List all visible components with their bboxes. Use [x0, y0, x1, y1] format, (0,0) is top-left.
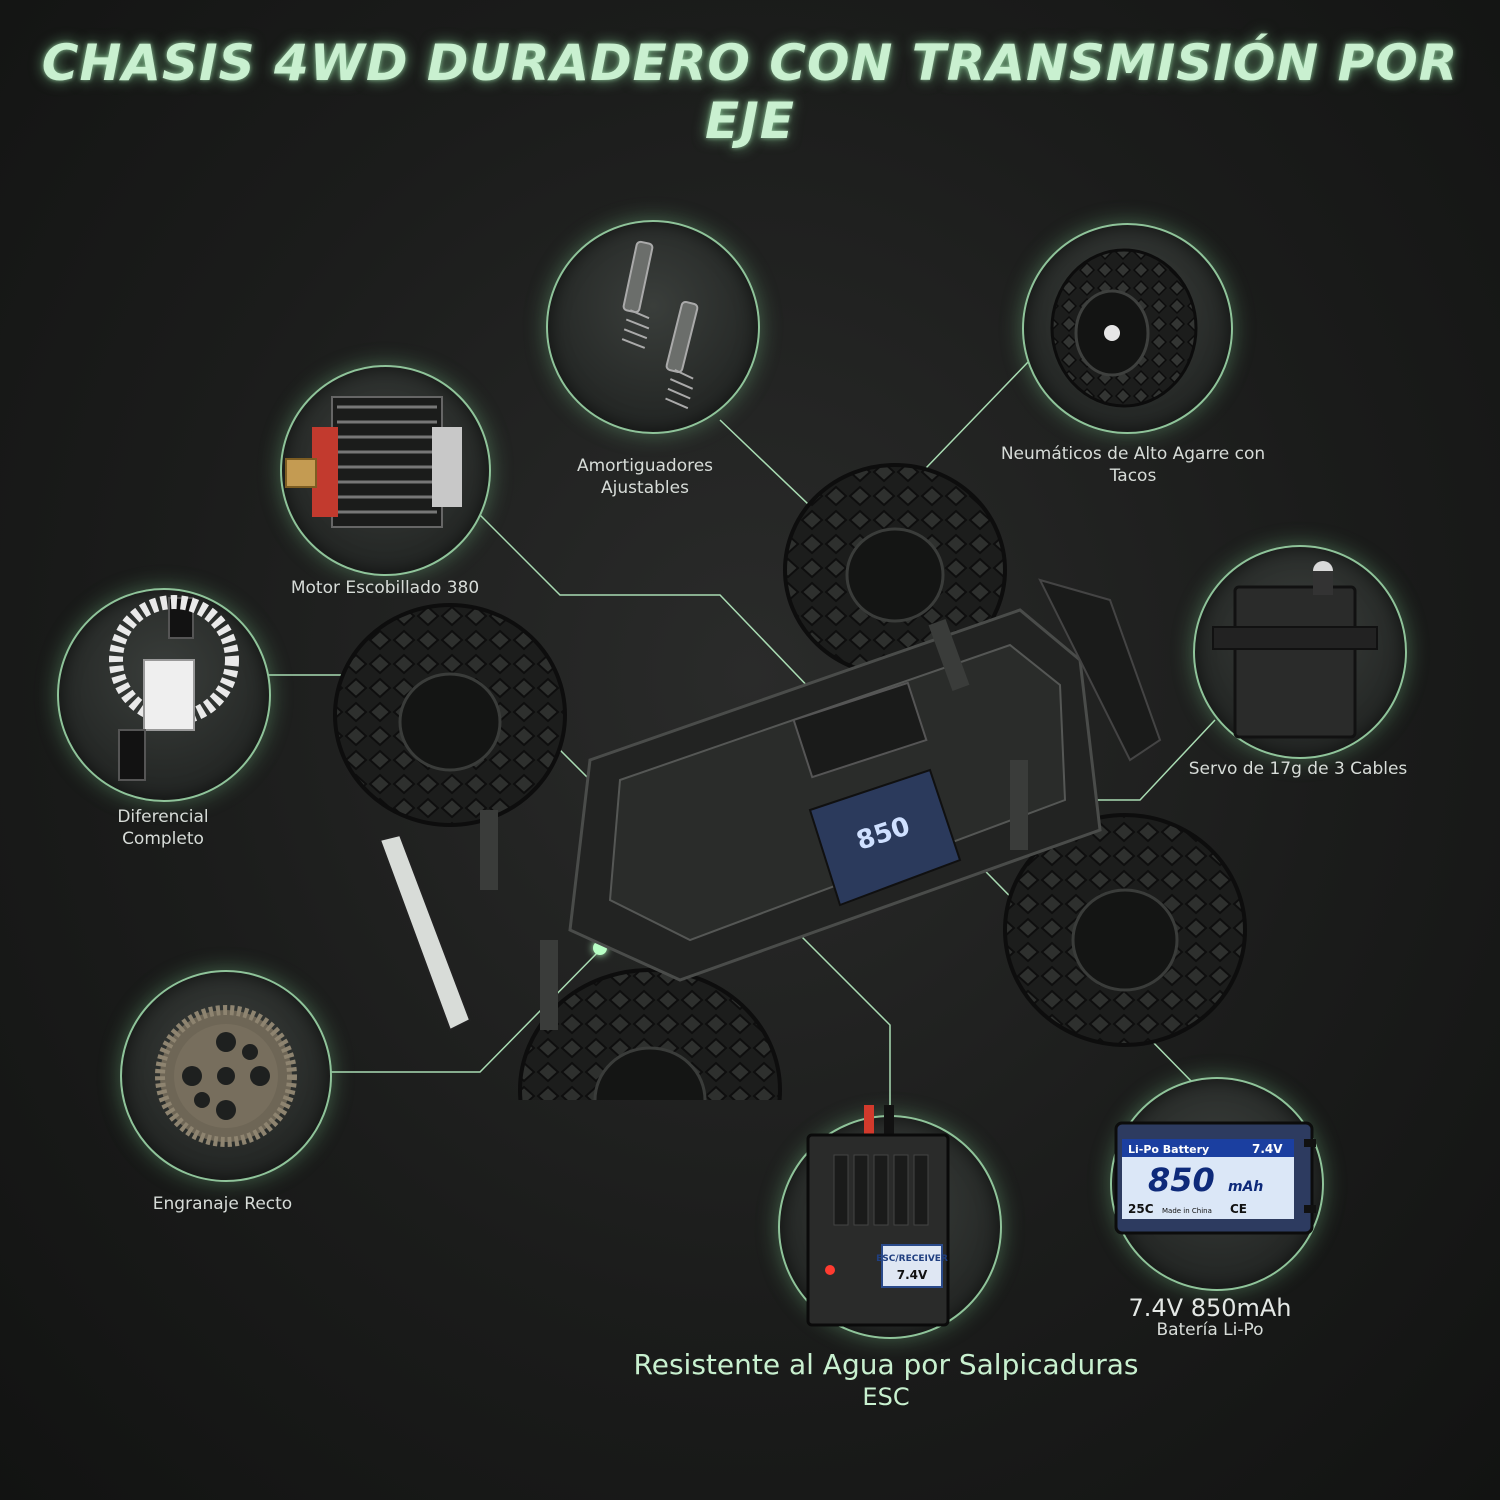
esc-label-line2: ESC [862, 1383, 910, 1411]
battery-type-text: Li-Po Battery [1128, 1143, 1209, 1156]
shocks-callout-circle [546, 220, 760, 434]
diff-label: Diferencial Completo [88, 806, 238, 850]
differential-icon [109, 595, 239, 781]
motor-icon [285, 396, 462, 528]
esc-voltage-text: 7.4V [897, 1268, 928, 1282]
diff-label-text: Diferencial Completo [117, 807, 209, 849]
rc-truck-chassis: 850 [333, 463, 1247, 1100]
battery-label-sub: Batería Li-Po [1156, 1320, 1264, 1340]
tires-callout-circle [1022, 223, 1233, 434]
battery-ce-text: CE [1230, 1202, 1247, 1216]
servo-callout-circle [1193, 545, 1407, 759]
tires-label: Neumáticos de Alto Agarre con Tacos [1000, 444, 1266, 486]
servo-icon [1212, 561, 1378, 739]
page-title: CHASIS 4WD DURADERO CON TRANSMISIÓN POR … [41, 34, 1459, 150]
lipo-battery-icon: Li-Po Battery 7.4V 850 mAh 25C Made in C… [1114, 1121, 1316, 1235]
battery-capacity-text: 850 [1148, 1161, 1215, 1199]
battery-unit-text: mAh [1228, 1179, 1263, 1195]
shocks-label: Amortiguadores Ajustables [576, 456, 714, 498]
esc-label: Resistente al Agua por Salpicaduras ESC [560, 1349, 1212, 1413]
gear-label: Engranaje Recto [152, 1194, 293, 1214]
servo-label: Servo de 17g de 3 Cables [1188, 759, 1408, 779]
shock-absorber-icon [621, 240, 699, 410]
esc-type-text: ESC/RECEIVER [876, 1254, 948, 1264]
battery-label-main: 7.4V 850mAh [1128, 1294, 1292, 1322]
battery-label: 7.4V 850mAh Batería Li-Po [1085, 1294, 1335, 1341]
battery-voltage-text: 7.4V [1252, 1142, 1283, 1156]
esc-label-line1: Resistente al Agua por Salpicaduras [633, 1348, 1139, 1381]
battery-callout-circle: Li-Po Battery 7.4V 850 mAh 25C Made in C… [1110, 1077, 1324, 1291]
tire-icon [1050, 248, 1198, 408]
motor-label: Motor Escobillado 380 [290, 578, 480, 598]
wheel-rear-left [518, 968, 782, 1100]
battery-origin-text: Made in China [1162, 1207, 1212, 1215]
gear-callout-circle [120, 970, 332, 1182]
esc-receiver-icon: ESC/RECEIVER 7.4V [806, 1105, 950, 1327]
battery-rating-text: 25C [1128, 1202, 1154, 1216]
motor-callout-circle [280, 365, 491, 576]
spur-gear-icon [155, 1005, 297, 1147]
diff-callout-circle [57, 588, 271, 802]
